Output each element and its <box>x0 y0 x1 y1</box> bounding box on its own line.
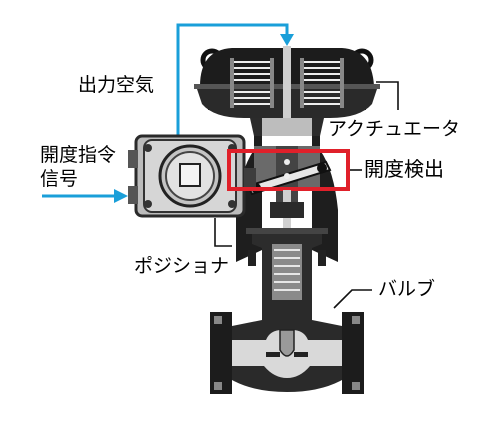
signal-arrow-icon <box>42 189 128 203</box>
output-air-arrow-icon <box>176 23 294 148</box>
leader-positioner <box>214 218 232 247</box>
leader-valve <box>333 289 372 309</box>
bonnet <box>246 190 328 310</box>
label-output-air: 出力空気 <box>78 74 155 96</box>
opening-detection-highlight <box>227 149 350 191</box>
label-opening-detection: 開度検出 <box>364 157 444 181</box>
positioner <box>128 134 256 218</box>
leader-actuator <box>376 81 399 110</box>
label-valve: バルブ <box>378 278 436 300</box>
label-opening-command-line1: 開度指令 <box>40 144 117 166</box>
label-positioner: ポジショナ <box>134 255 230 277</box>
actuator <box>194 46 380 118</box>
label-actuator: アクチュエータ <box>328 118 461 140</box>
label-opening-command-line2: 信号 <box>40 168 79 190</box>
valve-body <box>210 300 364 394</box>
